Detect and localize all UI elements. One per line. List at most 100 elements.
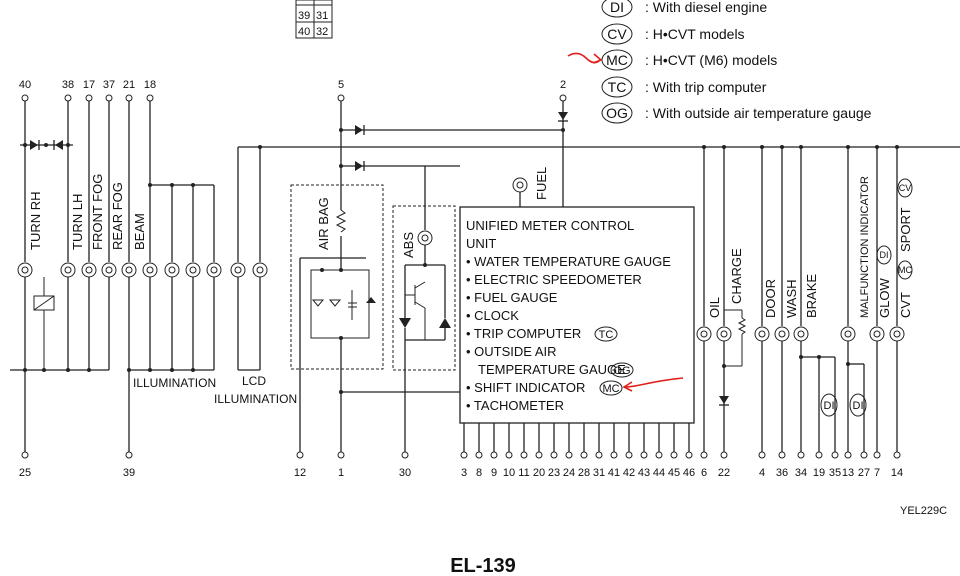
- lamp-icon: [121, 262, 137, 278]
- tag-badge: [594, 326, 618, 342]
- legend-text: : With outside air temperature gauge: [645, 105, 872, 121]
- lamp-icon: [230, 262, 246, 278]
- lamp-icon: [696, 326, 712, 342]
- pin-label: 17: [83, 79, 95, 91]
- unit-item: • TACHOMETER: [466, 398, 564, 413]
- air-bag-dashed-box: [290, 184, 384, 370]
- red-arrowhead: [592, 53, 603, 64]
- top-terminals: [21, 94, 567, 102]
- label-illumination: ILLUMINATION: [133, 376, 216, 390]
- label-charge: CHARGE: [729, 248, 744, 304]
- tag-badge: [876, 245, 892, 265]
- pin-label: 1: [338, 467, 344, 479]
- led-icon: [311, 299, 325, 307]
- pin-label: 35: [829, 467, 841, 479]
- label-lcd: LCD: [242, 374, 266, 388]
- tag-text: TC: [599, 329, 614, 341]
- legend-code-badge: [601, 76, 633, 98]
- pin-label: 18: [144, 79, 156, 91]
- grid-cell: 40: [298, 26, 310, 38]
- label-oil: OIL: [707, 297, 722, 318]
- label-turn-rh: TURN RH: [28, 192, 43, 251]
- vertical-labels: TURN RH TURN LH FRONT FOG REAR FOG BEAM …: [28, 167, 913, 318]
- pin-label: 24: [563, 467, 575, 479]
- label-door: DOOR: [763, 279, 778, 318]
- unit-item: • ELECTRIC SPEEDOMETER: [466, 272, 642, 287]
- lamp-icon: [252, 262, 268, 278]
- lamp-icon: [889, 326, 905, 342]
- diode-icon: [439, 318, 451, 328]
- pin-label: 44: [653, 467, 665, 479]
- legend-code: MC: [606, 52, 628, 68]
- label-air-bag: AIR BAG: [316, 197, 331, 250]
- pin-label: 19: [813, 467, 825, 479]
- unit-pins: [460, 423, 693, 459]
- pin-label: 6: [701, 467, 707, 479]
- legend: DI : With diesel engine CV : H•CVT model…: [567, 0, 872, 124]
- grid-cell: 32: [316, 26, 328, 38]
- label-glow: GLOW: [877, 278, 892, 318]
- pin-label: 46: [683, 467, 695, 479]
- fuel-lamp-icon: [512, 177, 528, 193]
- legend-text: : H•CVT (M6) models: [645, 52, 777, 68]
- pin-label: 4: [759, 467, 765, 479]
- tag-badge: [897, 178, 913, 198]
- pin-label: 30: [399, 467, 411, 479]
- legend-code-badge: [601, 0, 633, 18]
- pin-label: 10: [503, 467, 515, 479]
- lamp-icon: [754, 326, 770, 342]
- pin-label: 41: [608, 467, 620, 479]
- legend-text: : H•CVT models: [645, 26, 745, 42]
- lamp-icon: [185, 262, 201, 278]
- lamp-icon: [840, 326, 856, 342]
- tag-badge: [849, 393, 867, 417]
- pin-label: 36: [776, 467, 788, 479]
- tag-text: DI: [824, 400, 835, 412]
- tag-text: DI: [880, 250, 889, 260]
- grid-cell: 31: [316, 10, 328, 22]
- legend-code: CV: [607, 26, 627, 42]
- label-turn-lh: TURN LH: [70, 194, 85, 250]
- label-lcd-illumination: ILLUMINATION: [214, 392, 297, 406]
- lamp-icon: [417, 230, 433, 246]
- bottom-pin-labels: 25 39 12 1 30 3 8 9 10 11 20 23 24 28 31…: [19, 467, 903, 479]
- pin-label: 23: [548, 467, 560, 479]
- diode-icon: [399, 318, 411, 328]
- pin-label: 38: [62, 79, 74, 91]
- lamp-icon: [81, 262, 97, 278]
- legend-code: DI: [610, 0, 624, 15]
- label-front-fog: FRONT FOG: [90, 174, 105, 250]
- lamp-icon: [206, 262, 222, 278]
- pin-label: 5: [338, 79, 344, 91]
- grid-cell: 39: [298, 10, 310, 22]
- pin-label: 9: [491, 467, 497, 479]
- pin-label: 12: [294, 467, 306, 479]
- pin-label: 20: [533, 467, 545, 479]
- pin-label: 31: [593, 467, 605, 479]
- label-beam: BEAM: [132, 213, 147, 250]
- legend-code-badge: [601, 23, 633, 45]
- label-sport: SPORT: [898, 207, 913, 252]
- label-cvt: CVT: [898, 292, 913, 318]
- pin-label: 13: [842, 467, 854, 479]
- abs-dashed-box: [392, 205, 456, 371]
- page-number: EL-139: [450, 555, 516, 576]
- tag-badge: [599, 380, 623, 396]
- label-brake: BRAKE: [804, 274, 819, 318]
- pin-label: 25: [19, 467, 31, 479]
- horizontal-labels: ILLUMINATION LCD ILLUMINATION: [133, 374, 297, 406]
- tag-badge: [897, 260, 913, 280]
- pin-label: 42: [623, 467, 635, 479]
- pin-label: 37: [103, 79, 115, 91]
- unit-item: • CLOCK: [466, 308, 519, 323]
- legend-code-badge: [601, 102, 633, 124]
- label-abs: ABS: [401, 232, 416, 258]
- pin-label: 14: [891, 467, 903, 479]
- pin-label: 34: [795, 467, 807, 479]
- tag-badge: [610, 362, 634, 378]
- lamp-icon: [142, 262, 158, 278]
- abs-block: [392, 166, 456, 455]
- unit-item: • WATER TEMPERATURE GAUGE: [466, 254, 671, 269]
- air-bag-block: [290, 101, 563, 455]
- tag-text: CV: [899, 183, 912, 193]
